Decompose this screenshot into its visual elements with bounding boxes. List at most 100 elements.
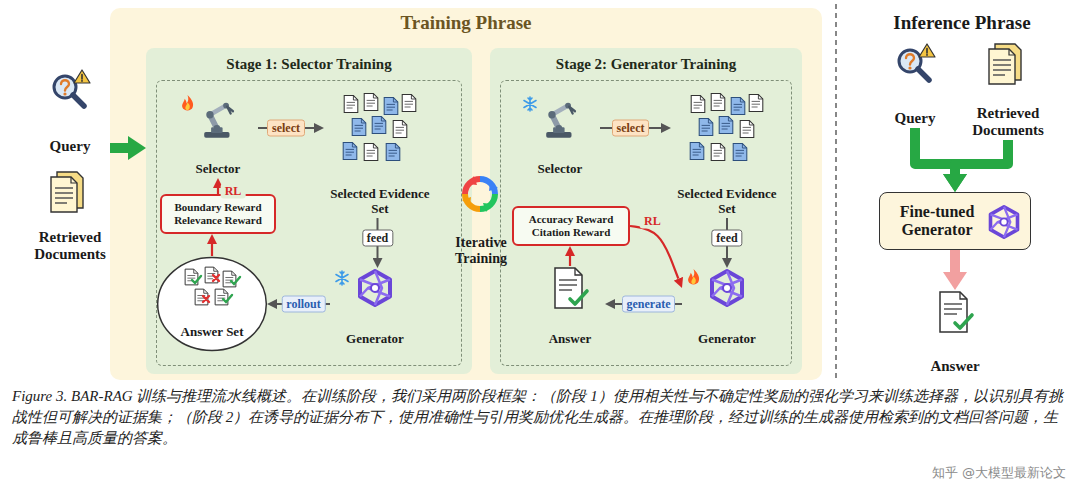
fire-glyph (688, 269, 699, 284)
node-label: Boundary Reward (174, 201, 261, 214)
stage-box: SelectorSelected Evidence SetGeneratorAn… (146, 48, 472, 374)
connector-arrow (277, 303, 330, 305)
node-label: Selected Evidence Set (330, 187, 430, 217)
cluster-icon (339, 92, 419, 164)
docstack-icon (47, 170, 87, 214)
node-label: Retrieved Documents (961, 105, 1056, 140)
connector-arrow (955, 140, 1008, 174)
phase-band: SelectorSelected Evidence SetGenerator An… (110, 8, 822, 380)
ansset-glyph (185, 267, 240, 305)
gen-glyph (360, 271, 390, 305)
node-label: Fine-tuned Generator (885, 203, 989, 240)
docstack-glyph (51, 172, 83, 212)
node-label: Answer (549, 332, 592, 347)
node-label: Accuracy Reward (529, 213, 614, 226)
edge-label: rollout (281, 296, 325, 313)
robot-icon (537, 94, 583, 140)
edge-label: select (267, 120, 305, 137)
query-icon (893, 42, 937, 86)
section-heading: Stage 1: Selector Training (226, 56, 391, 73)
edge-label: RL (221, 184, 246, 199)
edge-label: generate (622, 296, 676, 313)
connector-arrow (258, 127, 314, 129)
fire-icon (180, 94, 195, 113)
section-heading: Stage 2: Generator Training (556, 56, 736, 73)
answer-set: Answer Set (156, 256, 268, 352)
iteration-cycle: Iterative Training (435, 168, 527, 268)
connector-arrow (630, 226, 678, 279)
answer-glyph (940, 292, 972, 332)
gen-icon (986, 204, 1022, 240)
cycle-icon (460, 174, 500, 214)
generator-box: Fine-tuned Generator (879, 192, 1031, 250)
answer-icon (935, 290, 975, 334)
docstack-glyph (989, 44, 1021, 84)
snow-glyph (524, 97, 536, 111)
section-heading: Inference Phrase (893, 12, 1030, 34)
node-label: Answer Set (181, 325, 244, 340)
node-label: Answer (930, 358, 979, 375)
connector-arrow (569, 256, 571, 266)
edge-label: feed (711, 230, 742, 247)
answer-glyph (555, 268, 587, 308)
stage-box: SelectorSelected Evidence SetGenerator An… (490, 48, 802, 374)
cluster-glyph (690, 94, 763, 161)
connector-arrow (615, 303, 682, 305)
edge-label: select (612, 120, 650, 137)
connector-arrow (950, 250, 960, 272)
gen-icon (355, 268, 395, 308)
phase-separator (835, 4, 836, 382)
reward-box: Boundary RewardRelevance Reward (160, 194, 276, 234)
connector-arrow (211, 244, 213, 256)
connector-arrow (915, 128, 955, 174)
query-icon (48, 68, 92, 112)
section-heading: Training Phrase (400, 12, 531, 34)
caption-box: Figure 3. BAR-RAG 训练与推理流水线概述。在训练阶段，我们采用两… (12, 386, 1068, 449)
phase-panel: Query Retrieved DocumentsFine-tuned Gener… (846, 8, 1078, 380)
node-label: Generator (698, 332, 756, 347)
robot-icon (195, 94, 241, 140)
cluster-glyph (343, 94, 416, 161)
robot-glyph (204, 103, 233, 138)
node-label: Selected Evidence Set (677, 187, 777, 217)
snow-icon (334, 270, 350, 286)
label-box: 知乎 @大模型最新论文 (932, 464, 1066, 482)
generator-icon: Generator (330, 268, 420, 348)
node-label: Generator (346, 332, 404, 347)
node-label: Query (50, 138, 91, 155)
watermark: 知乎 @大模型最新论文 (932, 464, 1066, 482)
query-glyph (899, 44, 935, 80)
node-label: Selector (538, 162, 583, 177)
edge-label: feed (362, 230, 393, 247)
answer-icon (550, 266, 590, 310)
query-icon: Query (30, 68, 110, 156)
ansset-icon (182, 266, 242, 308)
evidence-set: Selected Evidence Set (324, 92, 436, 218)
robot-glyph (546, 103, 575, 138)
cycle-glyph (462, 176, 498, 212)
node-label: Citation Reward (532, 226, 611, 239)
query-glyph (54, 70, 90, 106)
answer-icon: Answer (920, 290, 990, 376)
node-label: Query (895, 110, 936, 127)
fire-icon (686, 268, 701, 287)
query-icon: Query (875, 42, 955, 128)
connector-arrow (377, 218, 379, 258)
gen-icon (707, 268, 747, 308)
gen-glyph (991, 207, 1018, 238)
selector-icon: Selector (520, 94, 600, 178)
snow-glyph (336, 271, 348, 285)
evidence-set: Selected Evidence Set (671, 92, 783, 218)
node-label: Relevance Reward (174, 214, 262, 227)
node-label: Retrieved Documents (23, 229, 118, 264)
gen-glyph (712, 271, 742, 305)
documents-icon: Retrieved Documents (17, 170, 124, 264)
answer-icon: Answer (535, 266, 605, 348)
ellipse-shape (158, 257, 267, 350)
cluster-icon (686, 92, 766, 164)
generator-icon: Generator (682, 268, 772, 348)
connector-arrow (217, 188, 219, 194)
edge-label: RL (640, 214, 665, 229)
connector-arrow (600, 127, 661, 129)
